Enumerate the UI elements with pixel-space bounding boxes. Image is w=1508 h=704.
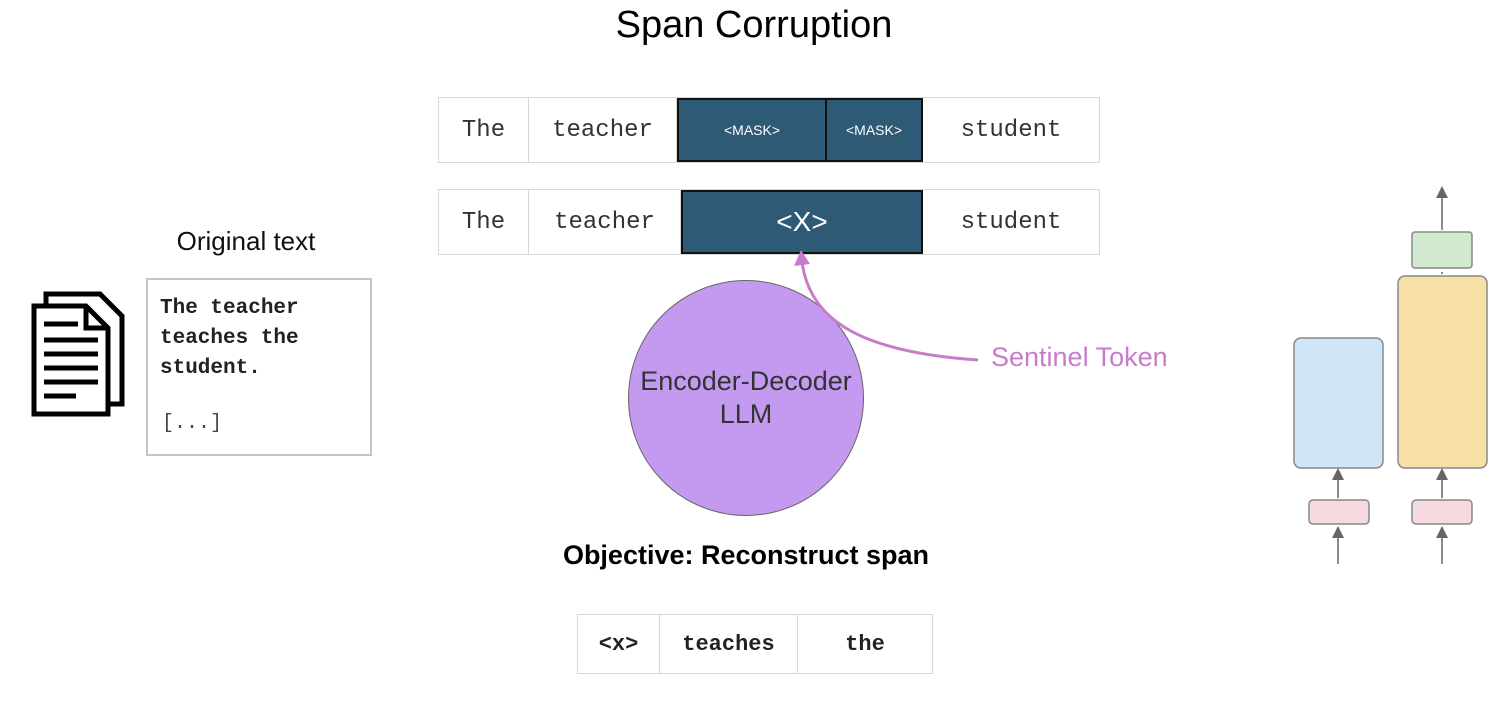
- token: student: [960, 208, 1062, 236]
- token: teaches: [660, 615, 798, 673]
- diagram-title: Span Corruption: [615, 4, 893, 46]
- document-stack-icon: [31, 291, 125, 417]
- sentinel-token: <X>: [681, 190, 923, 254]
- token: The: [439, 98, 529, 162]
- token: student: [960, 116, 1062, 144]
- objective-label: Objective: Reconstruct span: [562, 540, 930, 570]
- output-token-row: <x> teaches the: [577, 614, 933, 674]
- encoder-block: [1293, 337, 1384, 469]
- mask-token: <MASK>: [827, 98, 923, 162]
- original-text-box: [146, 278, 372, 456]
- sentinel-token-label: Sentinel Token: [991, 342, 1168, 372]
- token: The: [439, 190, 529, 254]
- sentinel-arrow: [794, 250, 979, 362]
- original-text-ellipsis: [...]: [162, 412, 223, 435]
- token: <x>: [578, 615, 660, 673]
- original-text-content: The teacher teaches the student.: [160, 297, 299, 380]
- llm-label-line1: Encoder-Decoder: [640, 366, 852, 396]
- encoder-embedding-block: [1308, 499, 1370, 525]
- token: teacher: [529, 190, 681, 254]
- token: teacher: [529, 98, 677, 162]
- encoder-decoder-architecture-icon: [1293, 186, 1488, 564]
- llm-label-line2: LLM: [719, 399, 773, 429]
- decoder-embedding-block: [1411, 499, 1473, 525]
- sentinel-token-row: The teacher <X> student: [438, 189, 1100, 255]
- encoder-decoder-llm: Encoder-Decoder LLM: [628, 280, 864, 516]
- output-head-block: [1411, 231, 1473, 269]
- original-text-label: Original text: [176, 226, 316, 256]
- masked-token-row: The teacher <MASK> <MASK> student: [438, 97, 1100, 163]
- mask-token: <MASK>: [677, 98, 827, 162]
- decoder-block: [1397, 275, 1488, 469]
- token: the: [845, 631, 885, 657]
